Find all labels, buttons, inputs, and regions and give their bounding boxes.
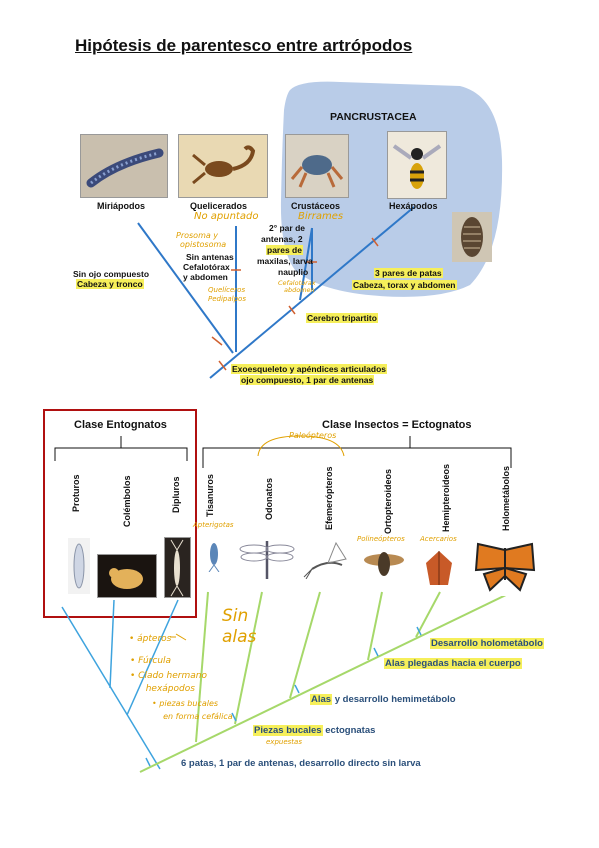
char-root-bottom: 6 patas, 1 par de antenas, desarrollo di… <box>181 758 421 769</box>
char-crust-2: antenas, 2 <box>261 234 303 244</box>
pancrustacea-label: PANCRUSTACEA <box>330 111 417 123</box>
hand-acercarios: Acercarios <box>420 535 457 543</box>
char-root-2: ojo compuesto, 1 par de antenas <box>240 375 375 385</box>
char-alas-plegadas: Alas plegadas hacia el cuerpo <box>384 658 522 669</box>
hand-opisto: opistosoma <box>180 240 227 249</box>
page-title: Hipótesis de parentesco entre artrópodos <box>75 36 413 55</box>
hand-quel-2: Pedipalpos <box>208 295 246 303</box>
hand-quel-1: Quelíceros <box>208 286 246 294</box>
taxon-hemipteroideos: Hemipteroideos <box>441 463 451 532</box>
hand-prosoma: Prosoma y <box>176 231 219 240</box>
dipluro-photo <box>164 537 191 598</box>
char-quel-2: Cefalotórax <box>183 262 230 272</box>
entognath-lines <box>61 599 179 770</box>
notes-brace <box>170 633 187 641</box>
group-brackets <box>54 436 512 468</box>
char-crust-5: nauplio <box>278 267 309 277</box>
millipede-photo <box>80 134 168 198</box>
char-hex-1: 3 pares de patas <box>374 268 443 278</box>
taxon-holometabolos: Holometábolos <box>501 465 511 531</box>
insect-lines <box>139 591 513 773</box>
crab-photo <box>285 134 349 198</box>
hand-note-4: • piezas bucales <box>152 699 219 708</box>
hand-crust-small-1: Cefalotorax <box>278 279 316 287</box>
holometabolo-photo <box>472 540 538 596</box>
char-piezas-b: ectognatas <box>322 725 376 736</box>
char-root-1: Exoesqueleto y apéndices articulados <box>231 364 388 374</box>
char-no-compound-eye: Sin ojo compuesto <box>73 269 150 279</box>
taxon-odonatos: Odonatos <box>264 478 274 520</box>
taxon-quelicerados: Quelicerados <box>190 201 248 211</box>
scorpion-photo <box>178 134 268 198</box>
char-piezas-bucales: Piezas bucales ectognatas <box>253 725 375 736</box>
hand-note-2: • Clado hermano <box>130 671 207 681</box>
char-piezas-a: Piezas bucales <box>253 725 323 736</box>
hemipteroideo-photo <box>422 545 456 590</box>
wasp-photo <box>387 131 447 199</box>
taxon-dipluros: Dipluros <box>171 476 181 513</box>
tisanuro-photo <box>203 538 225 572</box>
char-alas-hemimetabolo: Alas y desarrollo hemimetábolo <box>310 694 456 705</box>
taxon-hexapodos: Hexápodos <box>389 201 438 211</box>
char-quel-1: Sin antenas <box>186 252 234 262</box>
proturo-photo <box>68 538 90 594</box>
entognatos-title: Clase Entognatos <box>74 419 167 431</box>
char-holometabolo: Desarrollo holometábolo <box>430 638 544 649</box>
taxon-crustaceos: Crustáceos <box>291 201 341 211</box>
hand-sin: Sin <box>222 606 249 626</box>
taxon-ortopteroideos: Ortopteroideos <box>383 468 393 534</box>
efemeroptero-photo <box>302 539 354 579</box>
taxon-miriapodos: Miriápodos <box>97 201 146 211</box>
char-crust-1: 2° par de <box>269 223 305 233</box>
char-alas-a: Alas <box>310 694 333 705</box>
hand-note-3: hexápodos <box>140 684 195 694</box>
char-crust-3: pares de <box>266 245 303 255</box>
char-hex-2: Cabeza, torax y abdomen <box>352 280 457 290</box>
hand-no-aptitude: No apuntado <box>194 211 259 222</box>
char-quel-3: y abdomen <box>183 272 228 282</box>
hand-piezas: expuestas <box>266 738 302 746</box>
ortopteroideo-photo <box>358 542 410 586</box>
taxon-proturos: Proturos <box>71 474 81 512</box>
colembolo-photo <box>97 554 157 598</box>
taxon-tisanuros: Tisanuros <box>205 474 215 517</box>
hand-note-1: • Fúrcula <box>130 656 172 666</box>
paleoptera-brace <box>257 435 345 457</box>
hand-alas: alas <box>222 627 257 647</box>
insectos-title: Clase Insectos = Ectognatos <box>322 419 472 431</box>
hand-birrames: Birrames <box>298 211 344 222</box>
entognatos-box <box>43 409 197 618</box>
top-tree-lines <box>137 206 415 379</box>
bottom-tree-ticks <box>145 626 422 767</box>
hand-paleoptera: Paleópteros <box>289 431 337 440</box>
hand-apterigotas: Apterigotas <box>193 521 234 529</box>
hand-crust-small-2: abdomen <box>284 286 315 294</box>
char-head-trunk: Cabeza y tronco <box>76 279 144 289</box>
hand-polineopteros: Polineópteros <box>357 535 405 543</box>
taxon-colembolos: Colémbolos <box>122 475 132 527</box>
taxon-efemeropteros: Efemerópteros <box>324 466 334 530</box>
hand-note-0: • ápteros <box>129 634 172 644</box>
char-brain: Cerebro tripartito <box>306 313 378 323</box>
odonato-photo <box>238 537 296 579</box>
hand-note-5: en forma cefálica <box>158 712 233 721</box>
top-tree-ticks <box>211 237 379 371</box>
char-alas-b: y desarrollo hemimetábolo <box>332 694 456 705</box>
char-crust-4: maxilas, larva <box>257 256 313 266</box>
trilobite-photo <box>452 212 492 262</box>
